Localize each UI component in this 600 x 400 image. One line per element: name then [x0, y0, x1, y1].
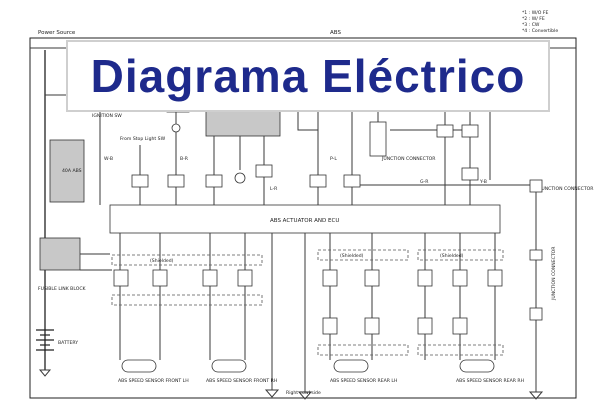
sensor-rear-rh-label: ABS SPEED SENSOR REAR RH	[456, 378, 524, 384]
battery-label: BATTERY	[58, 340, 78, 346]
ignition-switch-label: IGNITION SW	[92, 113, 122, 119]
sensor-front-lh-label: ABS SPEED SENSOR FRONT LH	[118, 378, 189, 384]
wire-color-5: G-R	[420, 179, 429, 185]
junction-connector-right	[529, 179, 543, 193]
banner-title: Diagrama Eléctrico	[90, 50, 526, 102]
diagram-frame	[29, 37, 577, 399]
fusible-amp-label: 40A ABS	[62, 168, 82, 174]
header-note-2: *2 : W/ FE	[522, 16, 545, 22]
header-note-1: *1 : W/O FE	[522, 10, 548, 16]
junction-connector-vertical-label: JUNCTION CONNECTOR	[551, 246, 557, 301]
shielded-label-2: (Shielded)	[340, 253, 364, 259]
speed-sensor-rear-lh	[333, 359, 369, 373]
header-power-source: Power Source	[38, 30, 76, 36]
speed-sensor-front-rh	[211, 359, 247, 373]
header-note-3: *3 : CW	[522, 22, 540, 28]
battery-symbol	[36, 329, 54, 377]
wire-color-3: L-R	[270, 186, 278, 192]
right-connector-2	[529, 307, 543, 321]
ecu-output-wires	[119, 233, 496, 392]
header-note-4: *4 : Convertible	[522, 28, 558, 34]
ground-symbols	[264, 389, 544, 400]
supply-wires	[99, 100, 535, 205]
fusible-link-label: FUSIBLE LINK BLOCK	[38, 286, 87, 292]
shielded-label-3: (Shielded)	[440, 253, 464, 259]
wire-color-1: W-B	[104, 156, 113, 162]
sensor-front-rh-label: ABS SPEED SENSOR FRONT RH	[206, 378, 277, 384]
fusible-link-block	[39, 237, 81, 271]
stop-light-label: From Stop Light SW	[120, 136, 166, 142]
speed-sensor-front-lh	[121, 359, 157, 373]
junction-connector-mid-label: JUNCTION CONNECTOR	[381, 156, 436, 162]
shielded-bundles	[111, 249, 504, 356]
header-abs: ABS	[330, 30, 341, 36]
shielded-label-1: (Shielded)	[150, 258, 174, 264]
fusible-40a-abs	[49, 139, 85, 203]
upper-connector-row	[131, 121, 479, 188]
lower-connector-grid	[113, 269, 503, 335]
right-cowl-note: Right cowl side	[286, 390, 321, 396]
abs-ecu-box	[109, 204, 501, 234]
right-connector-1	[529, 249, 543, 261]
wire-color-2: B-R	[180, 156, 189, 162]
junction-connector-right-label: JUNCTION CONNECTOR	[539, 186, 594, 192]
wire-color-6: Y-B	[479, 179, 487, 185]
sensor-rear-lh-label: ABS SPEED SENSOR REAR LH	[330, 378, 397, 384]
speed-sensor-rear-rh	[459, 359, 495, 373]
wire-color-4: P-L	[330, 156, 337, 162]
abs-ecu-label: ABS ACTUATOR AND ECU	[270, 218, 339, 224]
title-banner: Diagrama Eléctrico	[66, 40, 550, 112]
